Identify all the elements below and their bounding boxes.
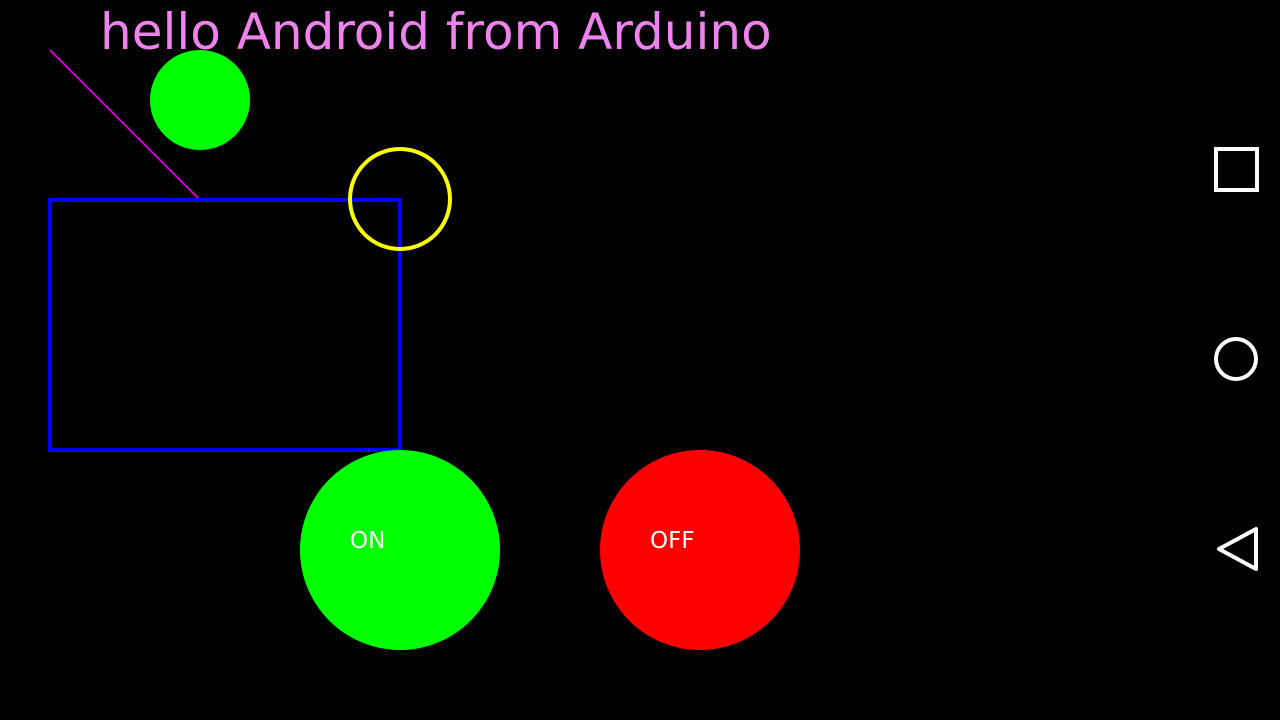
- filled-green-circle: [150, 50, 250, 150]
- canvas-title: hello Android from Arduino: [100, 3, 772, 61]
- off-button[interactable]: OFF: [600, 450, 800, 650]
- back-button[interactable]: [1206, 520, 1266, 580]
- diagonal-line: [49, 49, 199, 199]
- canvas-shapes: [48, 49, 452, 452]
- home-icon: [1214, 337, 1258, 381]
- yellow-outline-circle: [348, 147, 452, 251]
- on-button[interactable]: ON: [300, 450, 500, 650]
- recents-button[interactable]: [1206, 140, 1266, 200]
- drawing-canvas: hello Android from Arduino ON OFF: [48, 3, 800, 650]
- blue-rectangle: [48, 198, 402, 452]
- recents-icon: [1214, 147, 1259, 192]
- on-button-label: ON: [350, 528, 386, 554]
- navigation-bar: [1180, 0, 1280, 720]
- back-icon: [1217, 527, 1258, 571]
- home-button[interactable]: [1206, 330, 1266, 390]
- off-button-label: OFF: [650, 528, 695, 554]
